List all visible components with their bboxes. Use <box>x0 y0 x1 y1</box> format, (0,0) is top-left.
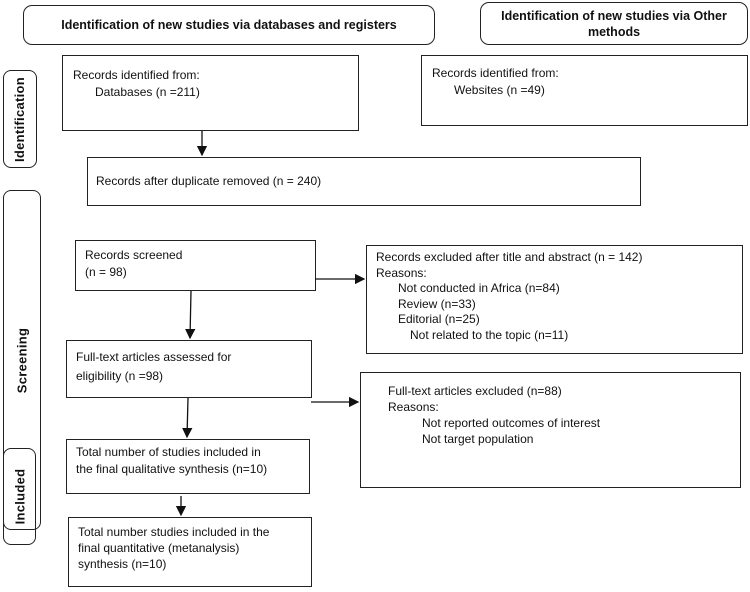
header-other-methods: Identification of new studies via Other … <box>480 2 748 45</box>
phase-included: Included <box>3 448 36 545</box>
box-duplicates: Records after duplicate removed (n = 240… <box>87 157 641 206</box>
box-quantitative: Total number studies included in the fin… <box>68 517 312 587</box>
box-excluded-title-abstract: Records excluded after title and abstrac… <box>366 245 743 354</box>
box-screened: Records screened (n = 98) <box>75 240 316 291</box>
box-databases: Records identified from: Databases (n =2… <box>62 55 359 131</box>
text: synthesis (n=10) <box>78 557 167 571</box>
box-websites: Records identified from: Websites (n =49… <box>421 55 748 126</box>
text: Total number of studies included in <box>76 445 261 459</box>
text: Total number studies included in the <box>78 525 270 539</box>
arrow-fulltext-to-qualitative <box>182 397 193 439</box>
reason: Not conducted in Africa (n=84) <box>398 281 560 295</box>
text: Full-text articles assessed for <box>76 350 232 364</box>
text: Records after duplicate removed (n = 240… <box>96 174 322 188</box>
header-databases-text: Identification of new studies via databa… <box>61 18 397 32</box>
reason: Not related to the topic (n=11) <box>410 327 569 342</box>
text: Full-text articles excluded (n=88) <box>388 384 562 398</box>
box-qualitative: Total number of studies included in the … <box>66 439 310 494</box>
reason: Review (n=33) <box>398 296 476 311</box>
text: Databases (n =211) <box>95 85 200 99</box>
text: (n = 98) <box>85 265 127 279</box>
text: Records identified from: <box>73 68 200 82</box>
reason: Not reported outcomes of interest <box>422 416 601 430</box>
text: Records excluded after title and abstrac… <box>376 250 643 264</box>
arrow-screened-to-fulltext <box>184 290 196 340</box>
phase-screening: Screening <box>3 190 41 530</box>
box-fulltext-assessed: Full-text articles assessed for eligibil… <box>66 340 312 398</box>
text: the final qualitative synthesis (n=10) <box>76 462 268 476</box>
box-fulltext-excluded: Full-text articles excluded (n=88) Reaso… <box>360 372 741 488</box>
text: Records identified from: <box>432 66 559 80</box>
text: Websites (n =49) <box>454 83 545 97</box>
text: Reasons: <box>388 400 439 414</box>
header-other-text: Identification of new studies via Other … <box>501 8 727 39</box>
text: Reasons: <box>376 265 427 280</box>
text: Records screened <box>85 248 183 262</box>
header-databases: Identification of new studies via databa… <box>23 5 435 45</box>
phase-identification: Identification <box>3 70 37 168</box>
reason: Not target population <box>422 432 534 446</box>
text: final quantitative (metanalysis) <box>78 541 240 555</box>
text: eligibility (n =98) <box>76 369 164 383</box>
reason: Editorial (n=25) <box>398 312 480 326</box>
